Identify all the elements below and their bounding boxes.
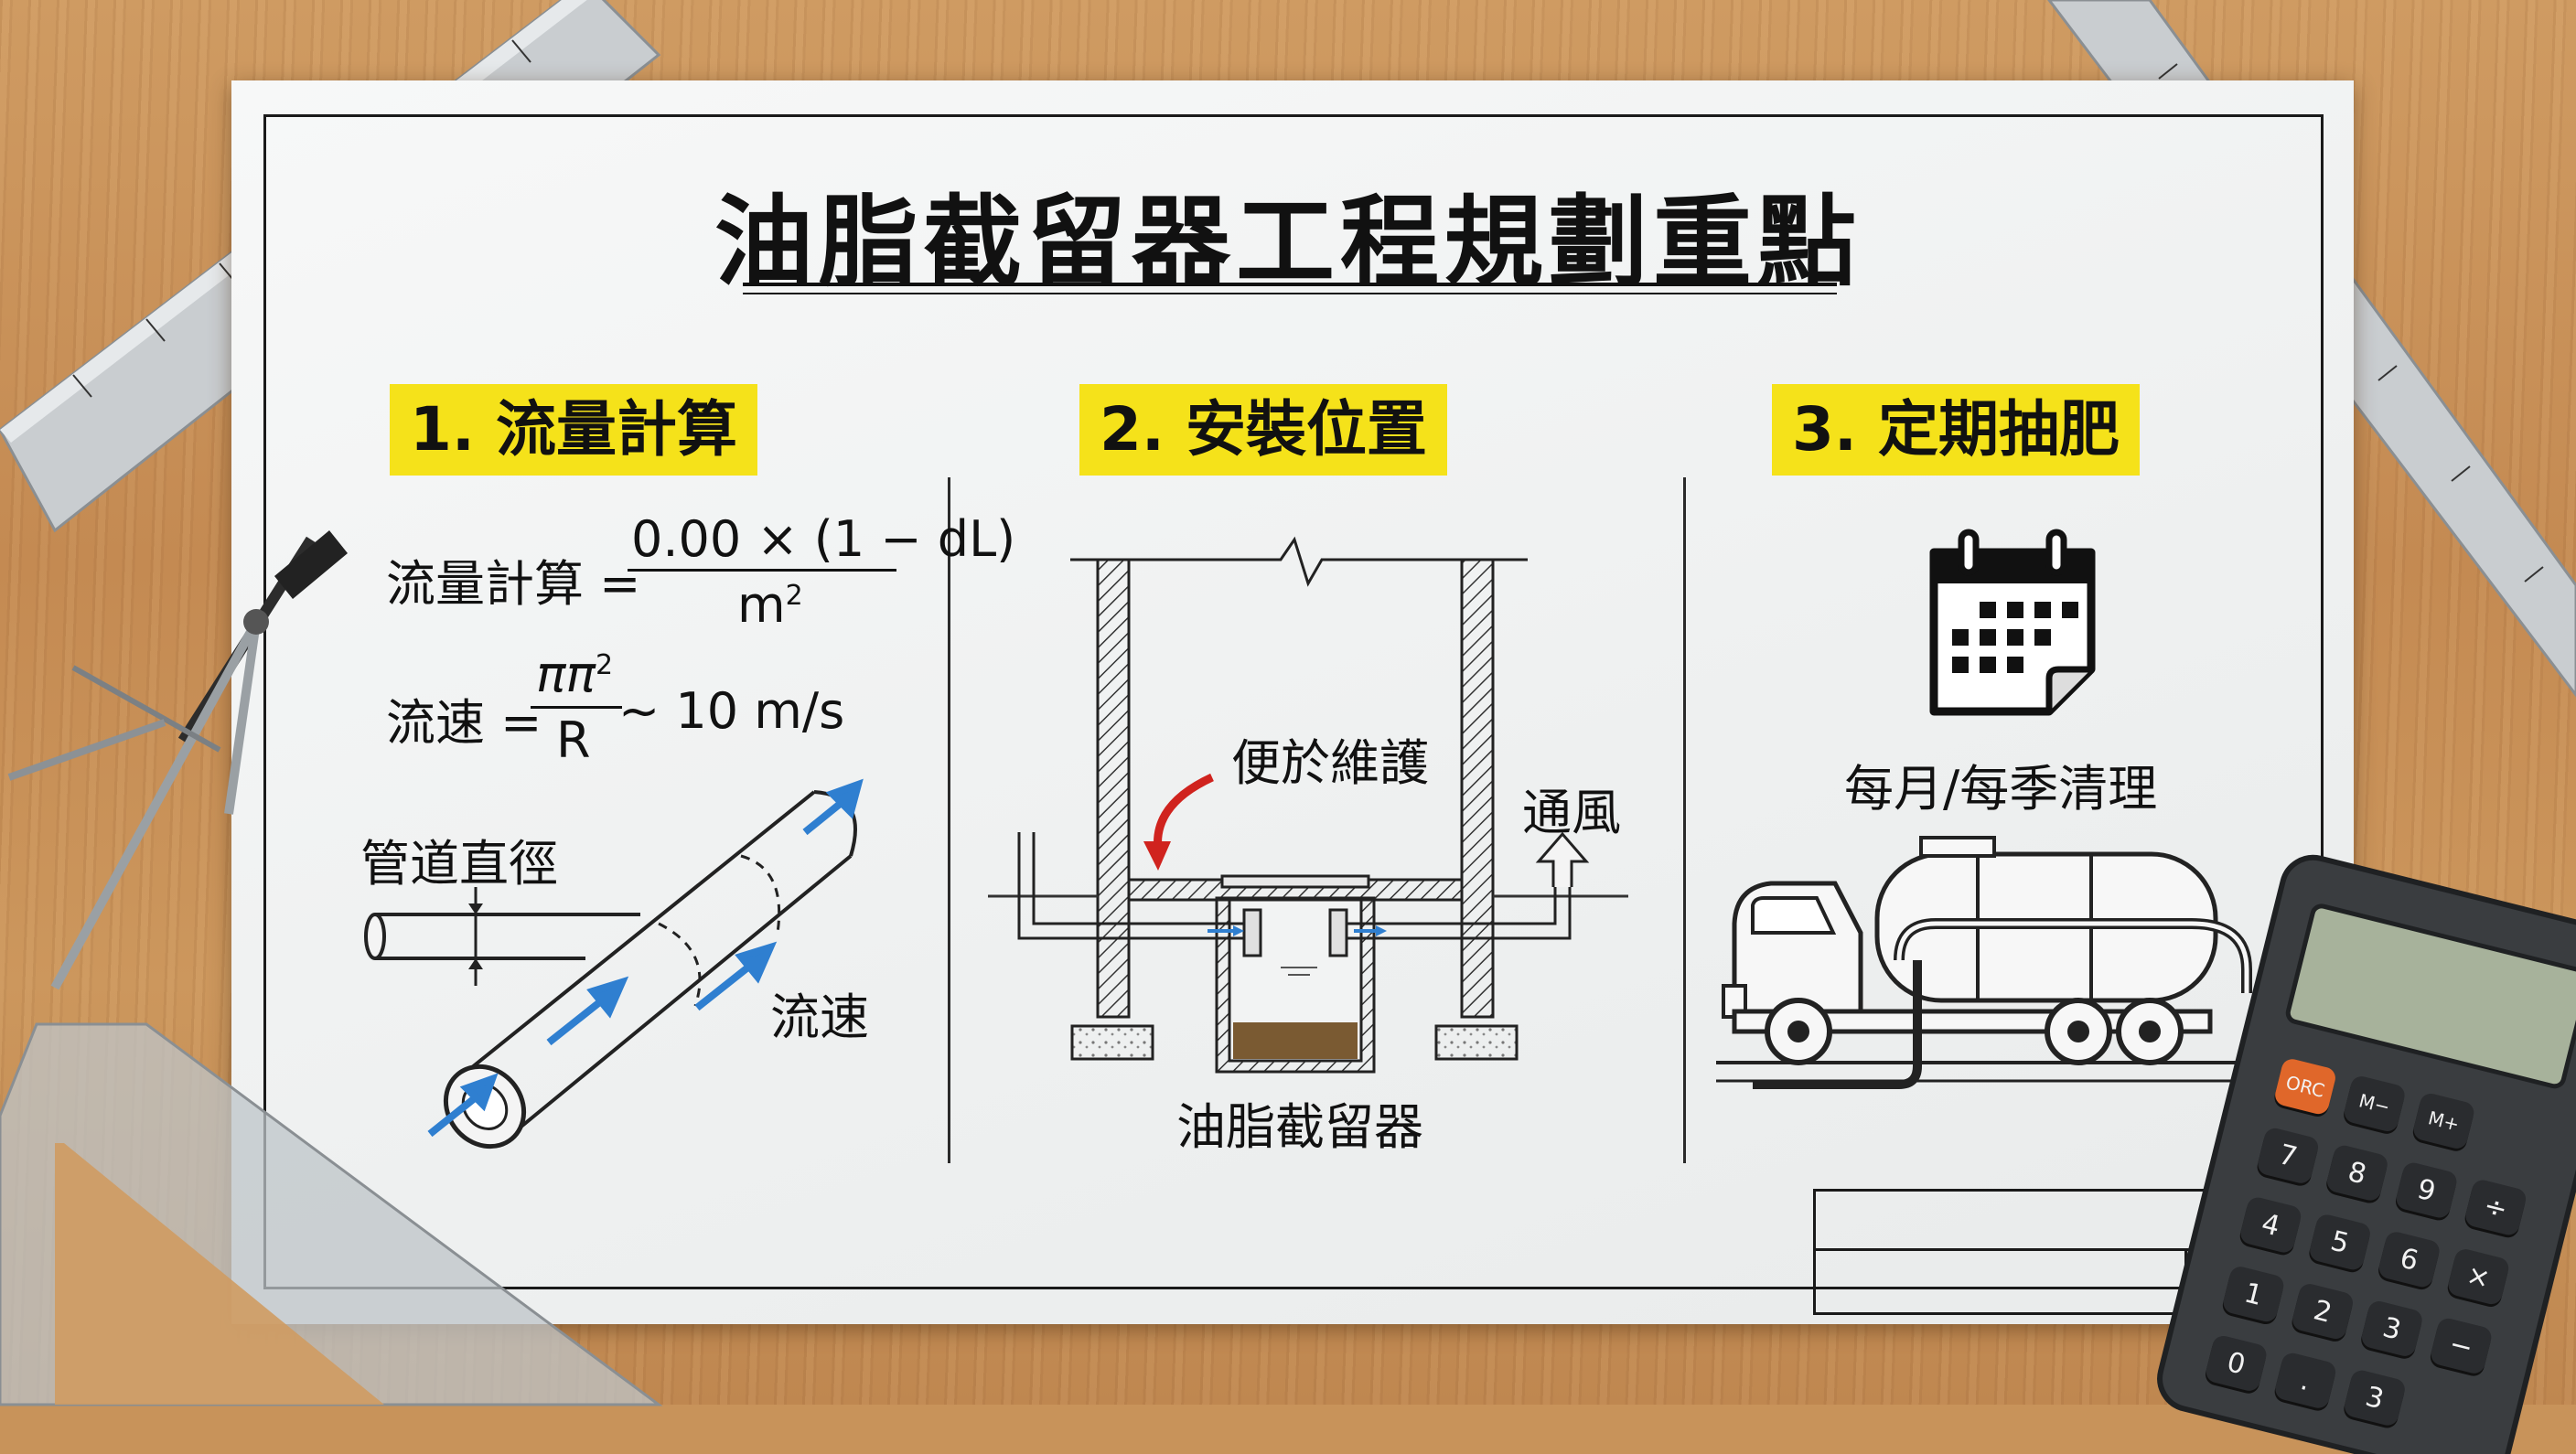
calculator-key: ×: [2445, 1246, 2511, 1307]
calculator-key: M−: [2342, 1074, 2408, 1134]
vent-label: 通風: [1522, 784, 1621, 841]
calculator-key: 7: [2255, 1126, 2321, 1186]
eq1-numerator: 0.00 × (1 − dL): [631, 510, 1016, 568]
page-title: 油脂截留器工程規劃重點: [714, 186, 1862, 300]
section-header-install: 2. 安裝位置: [1079, 384, 1447, 476]
calculator-key: M+: [2411, 1091, 2476, 1151]
calculator-key: 1: [2221, 1264, 2286, 1324]
calculator-key: 4: [2238, 1195, 2303, 1256]
eq1-lhs: 流量計算 =: [386, 555, 641, 613]
schedule-label: 每月/每季清理: [1844, 760, 2158, 818]
set-square-tool: [0, 1022, 663, 1406]
vacuum-truck-icon: [1716, 836, 2283, 1089]
calculator: [2157, 854, 2576, 1454]
calculator-key: 8: [2324, 1143, 2390, 1203]
eq1-denominator: m2: [737, 576, 803, 634]
title-block: [1813, 1189, 2322, 1315]
calculator-key: 9: [2394, 1160, 2459, 1221]
installation-diagram: [988, 536, 1628, 1074]
sheet-border: [263, 114, 2324, 1289]
column-divider: [948, 477, 950, 1163]
calendar-icon: [1929, 529, 2096, 716]
calculator-key: 2: [2290, 1281, 2356, 1342]
title-underline: [743, 283, 1837, 286]
section-header-pump: 3. 定期抽肥: [1772, 384, 2140, 476]
column-divider: [1683, 477, 1686, 1163]
maintenance-label: 便於維護: [1231, 734, 1429, 792]
pipe-diameter-label: 管道直徑: [360, 835, 558, 893]
eq2-fraction-bar: [531, 706, 622, 709]
pipe-flow-illustration: [364, 778, 864, 1149]
device-label: 油脂截留器: [1176, 1098, 1423, 1156]
calculator-key: 3: [2359, 1299, 2425, 1359]
calculator-key: ORC: [2272, 1056, 2338, 1117]
calculator-key: −: [2429, 1316, 2494, 1376]
eq2-numerator: ππ2: [536, 646, 614, 703]
velocity-label: 流速: [770, 989, 869, 1046]
calculator-key: ÷: [2463, 1177, 2528, 1237]
calculator-key: 5: [2307, 1212, 2373, 1272]
title-block-row: [1813, 1248, 2322, 1251]
calculator-key: 6: [2377, 1229, 2442, 1289]
eq2-lhs: 流速 =: [386, 694, 542, 752]
compass-tool: [7, 530, 348, 990]
eq1-fraction-bar: [628, 569, 896, 572]
title-underline-thin: [743, 293, 1837, 294]
eq2-denominator: R: [556, 711, 591, 769]
section-header-flow: 1. 流量計算: [390, 384, 757, 476]
eq2-rhs: ~ 10 m/s: [618, 682, 845, 740]
